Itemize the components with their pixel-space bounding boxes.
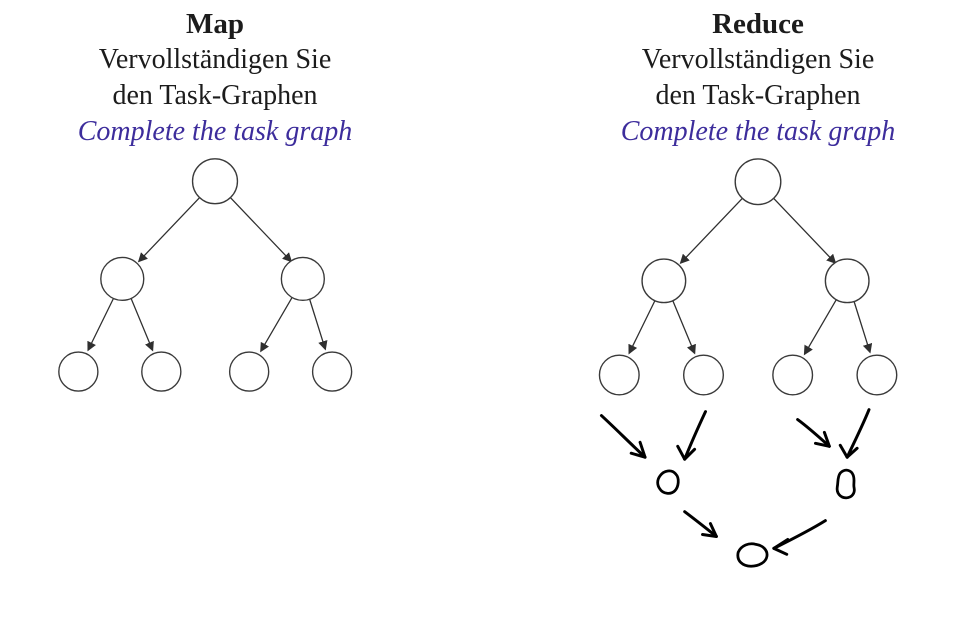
task-node-leaf: [141, 351, 182, 392]
task-node-child: [100, 256, 145, 302]
hand-blob-reduce-right: [835, 468, 856, 500]
map-title: Map: [186, 8, 244, 40]
reduce-subtitle-de-1: Vervollständigen Sie: [641, 44, 875, 75]
handdrawn-reduction: [599, 408, 871, 568]
task-node-leaf: [228, 351, 270, 392]
hand-arrow: [683, 510, 718, 538]
reduce-tree-nodes: [598, 158, 898, 396]
task-node-child: [280, 256, 325, 302]
edge-arrow: [679, 198, 743, 265]
task-node-leaf: [772, 354, 814, 396]
map-tree-nodes: [58, 158, 353, 392]
map-subtitle-de-2: den Task-Graphen: [112, 80, 318, 111]
task-node-root: [191, 158, 239, 205]
task-node-leaf: [682, 354, 725, 396]
reduce-subtitle-de-2: den Task-Graphen: [655, 80, 861, 111]
reduce-panel: Reduce Vervollständigen Sie den Task-Gra…: [540, 0, 976, 626]
task-node-leaf: [856, 354, 898, 396]
edge-arrow: [230, 197, 293, 263]
hand-blob-reduce-left: [656, 469, 680, 495]
task-node-child: [824, 258, 870, 304]
edge-arrow: [628, 300, 656, 355]
hand-arrow: [599, 414, 647, 459]
task-node-root: [734, 158, 782, 206]
hand-arrow: [796, 418, 831, 448]
map-task-graph: [58, 158, 353, 392]
edge-arrow: [773, 198, 837, 265]
task-node-leaf: [598, 354, 640, 396]
map-panel: Map Vervollständigen Sie den Task-Graphe…: [0, 0, 430, 626]
task-node-child: [641, 258, 687, 304]
hand-arrow: [676, 410, 707, 461]
edge-arrow: [803, 299, 837, 356]
map-tree-edges: [87, 197, 328, 353]
edge-arrow: [87, 298, 115, 352]
edge-arrow: [137, 197, 200, 263]
reduce-title: Reduce: [712, 8, 804, 40]
task-node-leaf: [58, 351, 99, 392]
reduce-task-graph: [598, 158, 898, 568]
reduce-tree-edges: [628, 198, 873, 356]
reduce-subtitle-en: Complete the task graph: [620, 116, 896, 147]
hand-blob-final: [736, 542, 769, 568]
edge-arrow: [130, 298, 154, 352]
edge-arrow: [853, 301, 873, 354]
task-node-leaf: [311, 351, 353, 392]
edge-arrow: [672, 300, 696, 355]
map-subtitle-de-1: Vervollständigen Sie: [98, 44, 332, 75]
map-subtitle-en: Complete the task graph: [77, 116, 353, 147]
hand-arrow: [772, 519, 827, 556]
edge-arrow: [260, 297, 293, 353]
hand-arrow: [838, 408, 871, 459]
edge-arrow: [309, 299, 328, 351]
